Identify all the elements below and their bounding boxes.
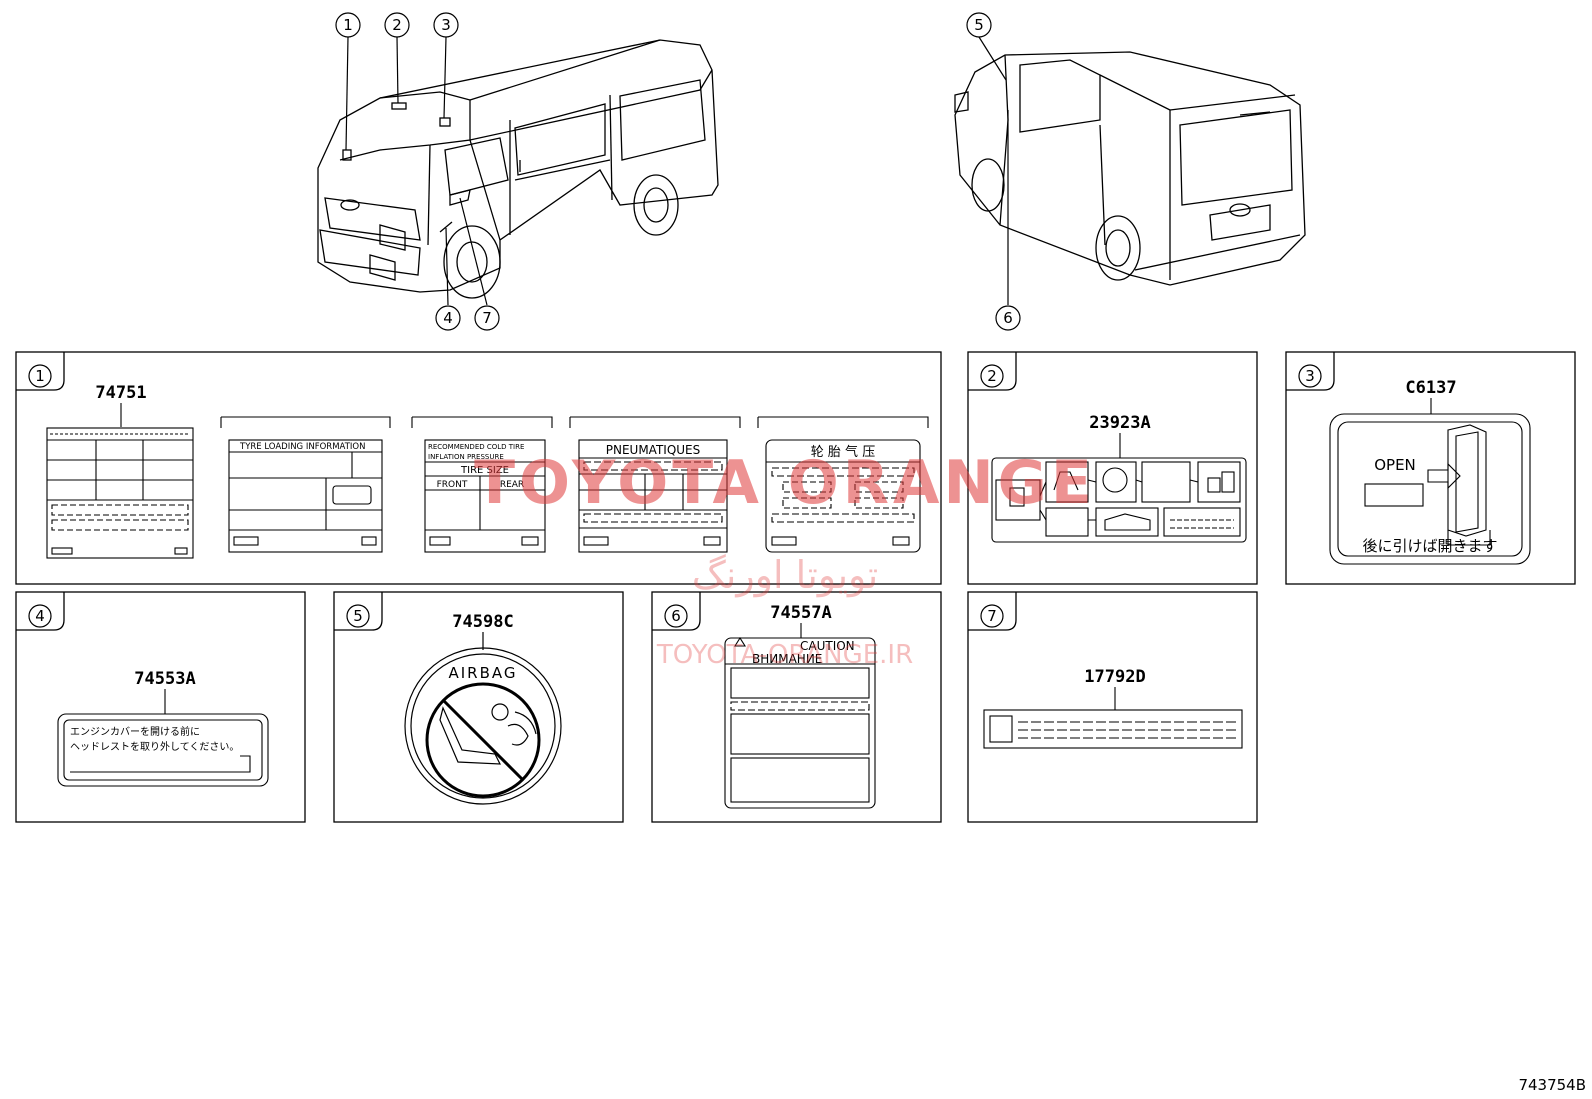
- callout-3: 3: [441, 16, 451, 34]
- callout-2: 2: [392, 16, 402, 34]
- panel-2-frame: [967, 351, 1258, 585]
- engine-cover-label: [57, 713, 269, 787]
- inflation-text: INFLATION PRESSURE: [428, 453, 504, 461]
- jp-engine-line-1: エンジンカバーを開ける前に: [70, 725, 200, 738]
- panel-4-number: 4: [35, 607, 45, 625]
- panel-6-frame: [651, 591, 942, 823]
- part-number-23923A: 23923A: [1089, 413, 1150, 433]
- callout-4: 4: [443, 309, 453, 327]
- chinese-tire-label: [765, 439, 921, 553]
- airbag-warning-label: [404, 647, 562, 805]
- panel-5-number: 5: [353, 607, 363, 625]
- panel-6-number: 6: [671, 607, 681, 625]
- watermark: TOYOTA ORANGE تویوتا اورنگ TOYOTA-ORANGE…: [474, 448, 1096, 670]
- front-text: FRONT: [437, 480, 468, 490]
- panel-4-frame: [15, 591, 306, 823]
- callout-5: 5: [974, 16, 984, 34]
- open-text: OPEN: [1374, 456, 1416, 474]
- van-front-view: [317, 39, 719, 299]
- panel-3-number: 3: [1305, 367, 1315, 385]
- chinese-tire-title: 轮 胎 气 压: [811, 444, 875, 460]
- panel-7-number: 7: [987, 607, 997, 625]
- tyre-loading-label: [228, 439, 383, 553]
- van-callouts: 1 2 3 5 4 7 6: [335, 12, 1021, 331]
- watermark-farsi: تویوتا اورنگ: [692, 553, 879, 598]
- tire-pressure-label: [424, 439, 546, 553]
- pneumatiques-label: [578, 439, 728, 553]
- callout-1: 1: [343, 16, 353, 34]
- part-number-C6137: C6137: [1405, 378, 1456, 398]
- pneumatiques-title: PNEUMATIQUES: [606, 443, 701, 457]
- rear-text: REAR: [500, 480, 524, 490]
- callout-7: 7: [482, 309, 492, 327]
- recommended-text: RECOMMENDED COLD TIRE: [428, 443, 524, 451]
- vnimanie-text: ВНИМАНИЕ: [752, 652, 822, 666]
- panel-7-frame: [967, 591, 1258, 823]
- tyre-loading-title: TYRE LOADING INFORMATION: [239, 442, 365, 452]
- open-instruction-label: [1329, 413, 1531, 565]
- watermark-site: TOYOTA-ORANGE.IR: [656, 640, 913, 670]
- part-number-74751: 74751: [95, 383, 146, 403]
- caution-text: CAUTION: [800, 639, 855, 653]
- callout-6: 6: [1003, 309, 1013, 327]
- diagram-id: 743754B: [1518, 1076, 1586, 1094]
- jp-engine-line-2: ヘッドレストを取り外してください。: [70, 741, 239, 753]
- watermark-main: TOYOTA ORANGE: [474, 448, 1096, 518]
- part-number-74557A: 74557A: [770, 603, 831, 623]
- panel-2-number: 2: [987, 367, 997, 385]
- tire-label-74751: [46, 427, 194, 559]
- airbag-text: AIRBAG: [448, 664, 517, 682]
- panel-1-frame: [15, 351, 942, 585]
- tire-size-text: TIRE SIZE: [460, 465, 509, 476]
- part-number-17792D: 17792D: [1084, 667, 1145, 687]
- panel-3-frame: [1285, 351, 1576, 585]
- panel-5-frame: [333, 591, 624, 823]
- part-number-74553A: 74553A: [134, 669, 195, 689]
- jp-open-text: 後に引けば開きます: [1362, 537, 1497, 555]
- strip-label: [983, 709, 1243, 749]
- caution-label: [724, 636, 876, 809]
- battery-warning-label: [991, 457, 1247, 543]
- part-number-74598C: 74598C: [452, 612, 513, 632]
- panel-1-number: 1: [35, 367, 45, 385]
